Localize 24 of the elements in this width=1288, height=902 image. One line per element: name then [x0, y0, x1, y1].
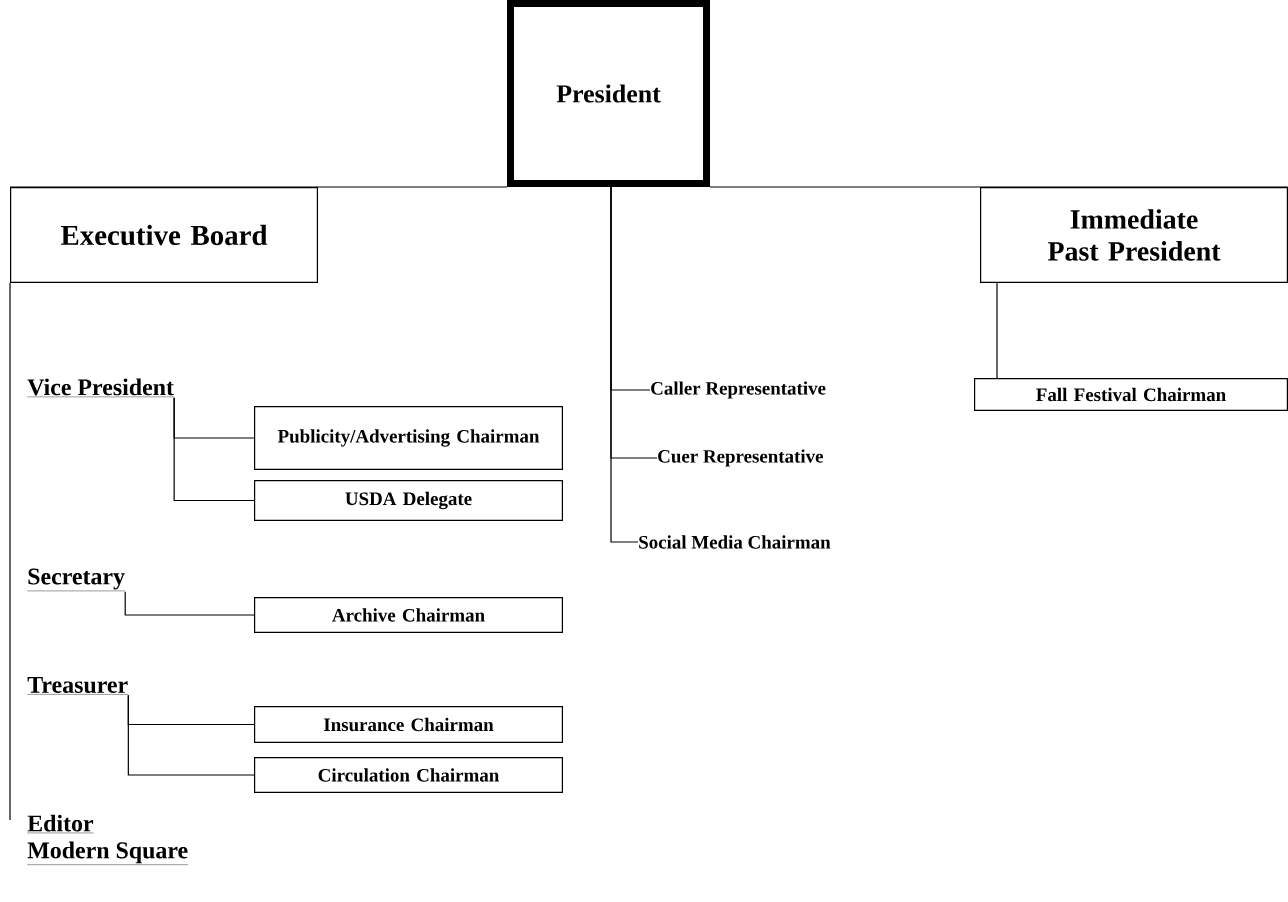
- role-box: Executive Board: [10, 187, 318, 283]
- role-box: President: [507, 0, 710, 187]
- role-box: Circulation Chairman: [254, 757, 563, 793]
- connector-line: [709, 186, 1288, 188]
- connector-line: [173, 397, 255, 502]
- role-box: Archive Chairman: [254, 597, 563, 633]
- connector-line: [9, 282, 11, 821]
- role-box: Publicity/Advertising Chairman: [254, 406, 563, 470]
- connector-line: [996, 282, 998, 379]
- role-title: Secretary: [27, 568, 126, 592]
- connector-line: [9, 186, 508, 188]
- connector-line: [610, 186, 639, 543]
- role-title: Treasurer: [27, 677, 129, 695]
- role-box: Insurance Chairman: [254, 706, 563, 743]
- connector-line: [124, 591, 255, 616]
- role-label: Social Media Chairman: [639, 535, 831, 549]
- role-title: Vice President: [27, 378, 175, 398]
- role-box: Immediate Past President: [980, 187, 1288, 283]
- role-label: Cuer Representative: [658, 449, 823, 467]
- connector-line: [127, 694, 255, 776]
- role-box: USDA Delegate: [254, 480, 563, 521]
- role-label: Caller Representative: [651, 381, 826, 399]
- role-title: Editor Modern Square: [27, 814, 189, 865]
- role-box: Fall Festival Chairman: [974, 378, 1288, 411]
